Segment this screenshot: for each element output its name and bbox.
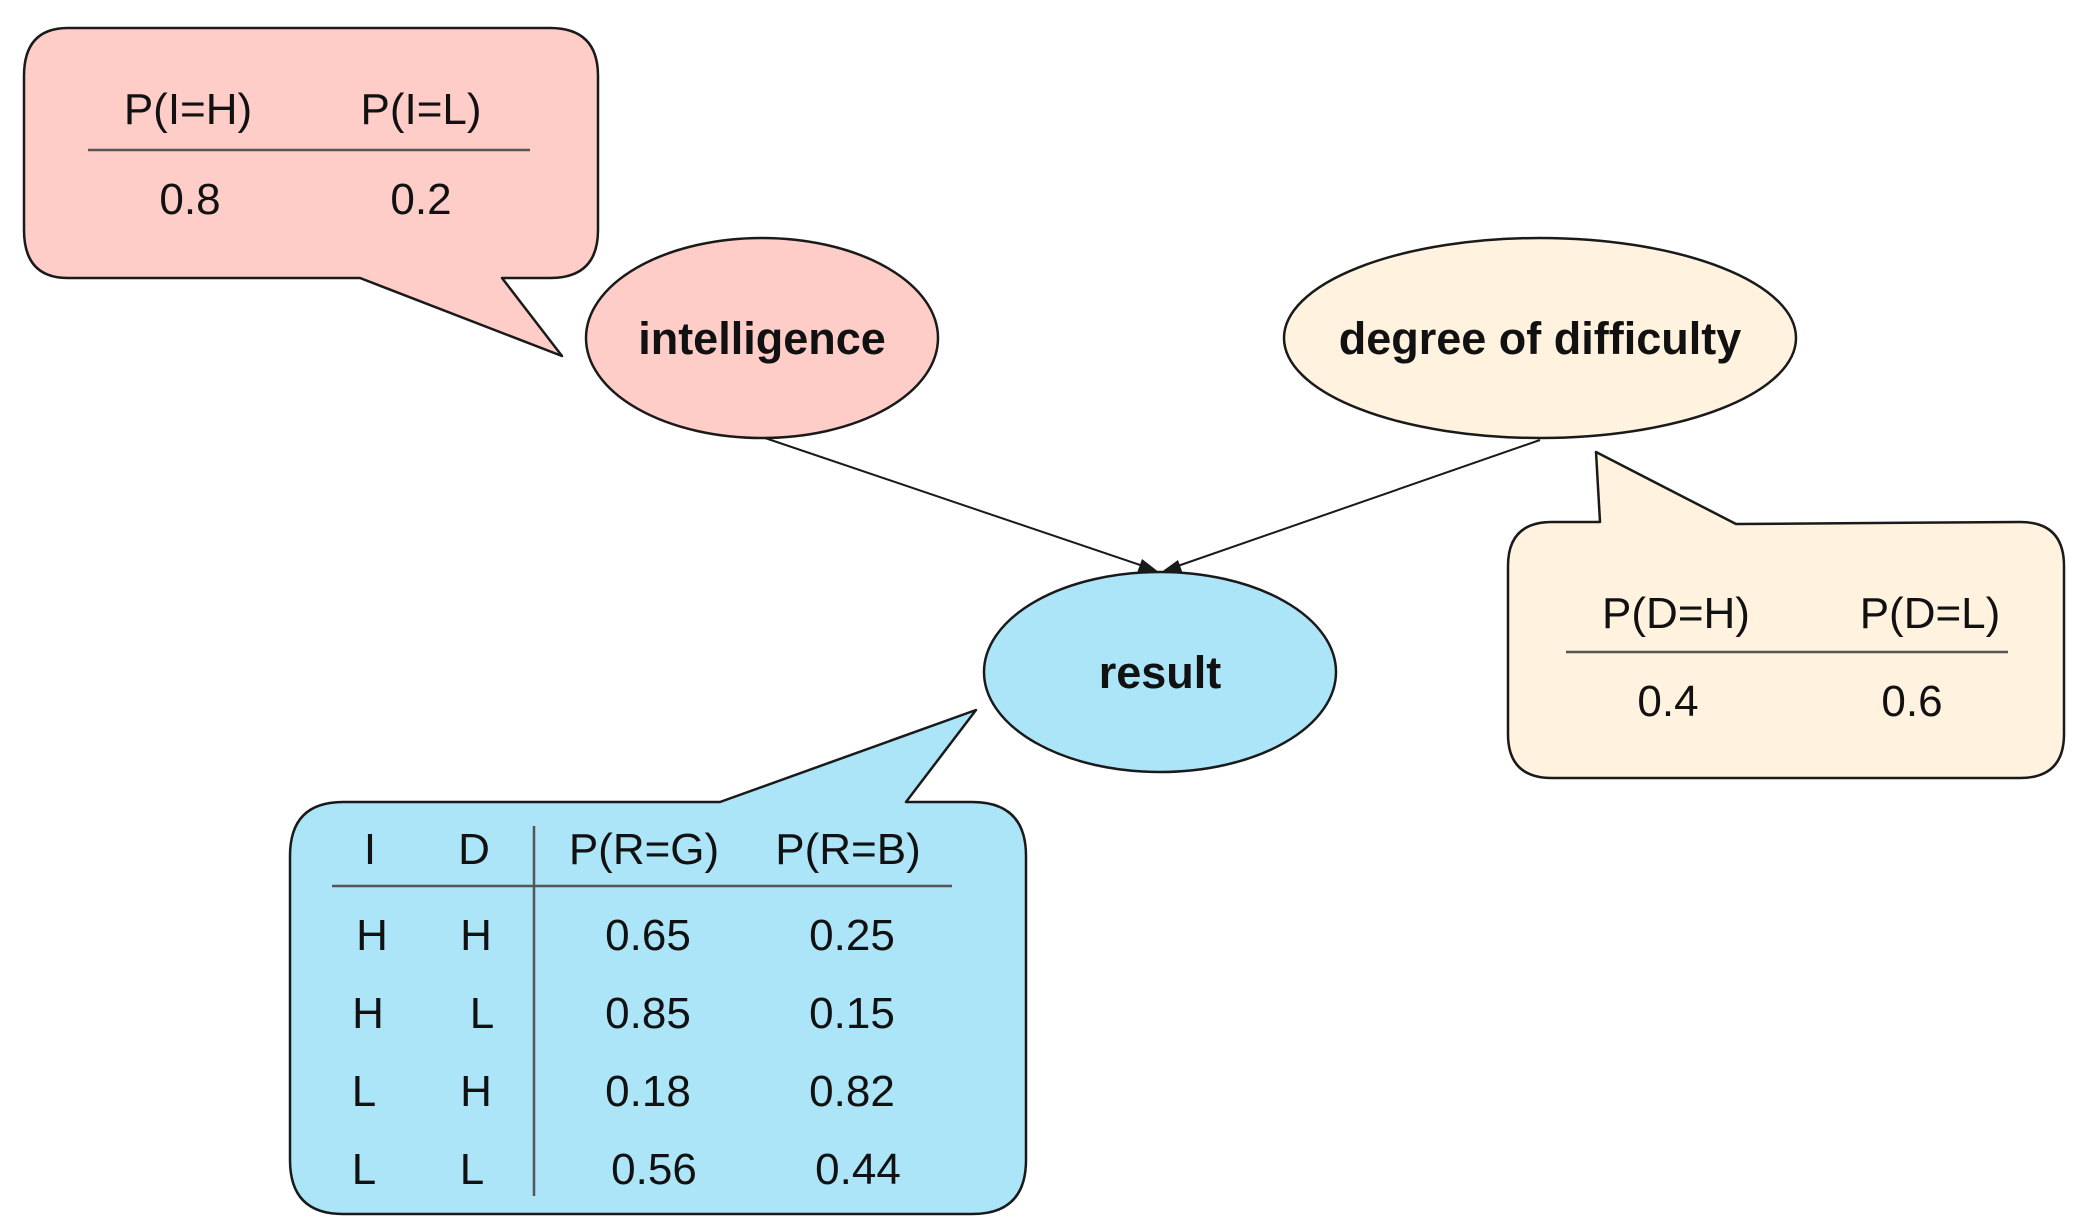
- result-header-i: I: [364, 825, 376, 874]
- result-cell-prg: 0.85: [605, 989, 691, 1038]
- difficulty-header-dh: P(D=H): [1602, 589, 1750, 638]
- intelligence-label: intelligence: [638, 313, 886, 364]
- intelligence-callout-bubble: [22, 26, 600, 358]
- result-cell-prb: 0.15: [809, 989, 895, 1038]
- difficulty-cpt-callout: P(D=H) P(D=L) 0.4 0.6: [1506, 450, 2066, 780]
- result-cell-prg: 0.18: [605, 1067, 691, 1116]
- difficulty-callout-bubble: [1506, 450, 2066, 780]
- result-cell-prb: 0.44: [815, 1145, 901, 1194]
- result-header-prg: P(R=G): [569, 825, 719, 874]
- result-header-prb: P(R=B): [775, 825, 920, 874]
- difficulty-label: degree of difficulty: [1339, 313, 1742, 364]
- edge-intelligence-to-result: [764, 437, 1150, 569]
- edge-difficulty-to-result: [1171, 439, 1541, 569]
- intelligence-value-ih: 0.8: [159, 175, 220, 224]
- result-cell-i: L: [352, 1067, 376, 1116]
- result-cell-d: L: [470, 989, 494, 1038]
- node-result: result: [982, 570, 1338, 774]
- result-cell-d: L: [460, 1145, 484, 1194]
- node-intelligence: intelligence: [584, 236, 940, 440]
- difficulty-value-dl: 0.6: [1881, 677, 1942, 726]
- result-cell-prg: 0.56: [611, 1145, 697, 1194]
- difficulty-ellipse: [1282, 236, 1798, 440]
- difficulty-value-dh: 0.4: [1637, 677, 1698, 726]
- result-callout-bubble: [288, 708, 1028, 1216]
- intelligence-header-ih: P(I=H): [124, 85, 252, 134]
- result-ellipse: [982, 570, 1338, 774]
- result-header-d: D: [458, 825, 490, 874]
- edges: [764, 437, 1541, 574]
- result-label: result: [1099, 647, 1222, 698]
- result-table-row: L H 0.18 0.82: [352, 1067, 895, 1116]
- intelligence-cpt-callout: P(I=H) P(I=L) 0.8 0.2: [22, 26, 600, 358]
- result-cell-d: H: [460, 1067, 492, 1116]
- result-cell-i: H: [352, 989, 384, 1038]
- result-cell-prb: 0.25: [809, 911, 895, 960]
- result-cell-prg: 0.65: [605, 911, 691, 960]
- result-cell-i: H: [356, 911, 388, 960]
- arrow-head-intelligence-result: [1137, 559, 1160, 573]
- arrow-head-difficulty-result: [1160, 560, 1183, 574]
- difficulty-header-dl: P(D=L): [1860, 589, 2001, 638]
- result-table-row: H L 0.85 0.15: [352, 989, 895, 1038]
- result-table-row: L L 0.56 0.44: [352, 1145, 901, 1194]
- result-cell-d: H: [460, 911, 492, 960]
- result-table-row: H H 0.65 0.25: [356, 911, 895, 960]
- node-degree-of-difficulty: degree of difficulty: [1282, 236, 1798, 440]
- intelligence-value-il: 0.2: [390, 175, 451, 224]
- result-cell-i: L: [352, 1145, 376, 1194]
- result-cell-prb: 0.82: [809, 1067, 895, 1116]
- intelligence-ellipse: [584, 236, 940, 440]
- result-cpt-callout: I D P(R=G) P(R=B) H H 0.65 0.25 H L 0.85…: [288, 708, 1028, 1216]
- intelligence-header-il: P(I=L): [360, 85, 481, 134]
